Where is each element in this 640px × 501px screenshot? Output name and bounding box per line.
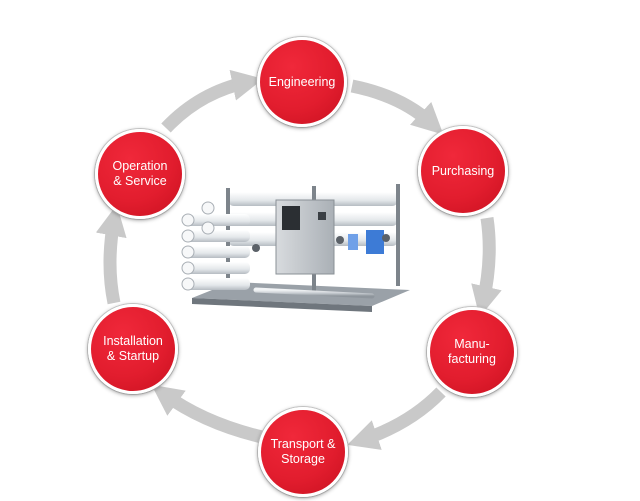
arrow-installation-to-operation bbox=[95, 204, 127, 305]
arrow-transport-to-installation bbox=[151, 384, 268, 445]
stage-transport-storage-label: Transport & Storage bbox=[270, 437, 336, 466]
stage-manufacturing-label: Manu- facturing bbox=[448, 337, 496, 366]
stage-manufacturing: Manu- facturing bbox=[427, 307, 517, 397]
stage-engineering-label: Engineering bbox=[268, 74, 336, 89]
stage-installation-startup-label: Installation & Startup bbox=[103, 334, 163, 363]
stage-installation-startup: Installation & Startup bbox=[88, 304, 178, 394]
arrow-purchasing-to-manufacturing bbox=[471, 217, 502, 318]
stage-operation-service: Operation & Service bbox=[95, 129, 185, 219]
stage-purchasing: Purchasing bbox=[418, 126, 508, 216]
stage-purchasing-label: Purchasing bbox=[431, 163, 495, 178]
arrow-operation-to-engineering bbox=[161, 69, 264, 133]
stage-engineering: Engineering bbox=[257, 37, 347, 127]
water-treatment-system-image bbox=[181, 184, 410, 312]
arrow-manufacturing-to-transport bbox=[347, 387, 446, 450]
stage-operation-service-label: Operation & Service bbox=[112, 159, 168, 188]
stage-transport-storage: Transport & Storage bbox=[258, 407, 348, 497]
arrow-engineering-to-purchasing bbox=[350, 79, 444, 135]
